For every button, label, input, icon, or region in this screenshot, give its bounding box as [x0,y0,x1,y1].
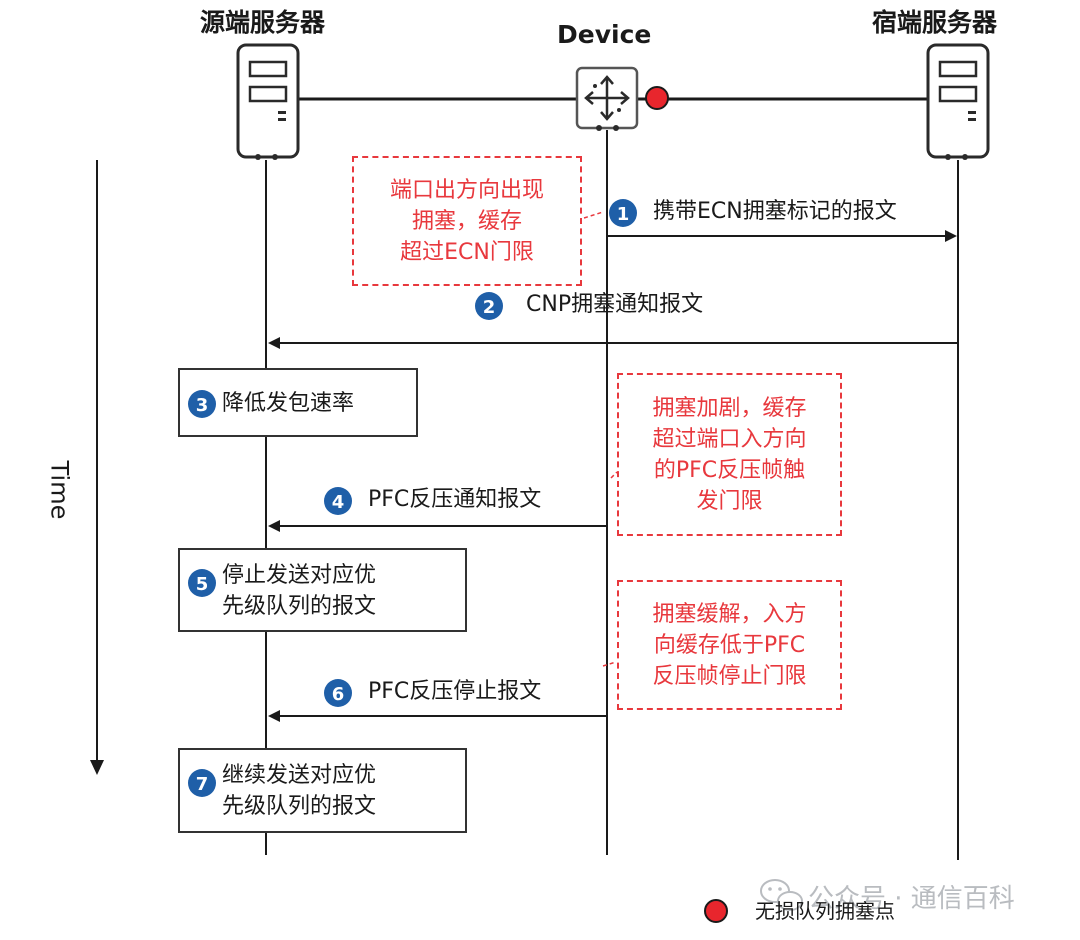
step-1-label: 携带ECN拥塞标记的报文 [653,199,897,224]
step-badge-2: 2 [475,292,503,320]
participant-sink-title: 宿端服务器 [872,8,998,37]
time-axis-arrowhead [90,760,104,775]
server-icon-sink [926,43,990,160]
action-box-step-7: 7 继续发送对应优 先级队列的报文 [178,748,467,833]
svg-text:1: 1 [617,204,630,225]
step-5-label-line-1: 停止发送对应优 [222,563,377,588]
participant-device-title: Device [557,20,652,49]
action-box-step-3: 3 降低发包速率 [178,368,418,437]
step-5-label-line-2: 先级队列的报文 [222,594,377,619]
note-2-line-1: 拥塞加剧，缓存 [652,395,807,421]
svg-text:6: 6 [332,684,345,705]
watermark-text: 公众号 · 通信百科 [808,884,1015,914]
note-1-line-2: 拥塞，缓存 [411,208,522,234]
server-icon-source [236,43,300,160]
step-badge-4: 4 [324,487,352,515]
note-ecn-threshold: 端口出方向出现 拥塞，缓存 超过ECN门限 [352,156,582,286]
step-badge-6: 6 [324,679,352,707]
note-connector-3 [602,661,617,667]
step-7-label-line-1: 继续发送对应优 [222,763,377,788]
step-7-label-line-2: 先级队列的报文 [222,794,377,819]
note-2-line-4: 发门限 [696,488,763,514]
svg-text:3: 3 [196,395,209,416]
note-connector-1 [583,211,604,219]
step-badge-5: 5 [188,569,216,597]
wechat-icon [760,879,803,911]
time-axis-label: Time [45,460,74,520]
step-7-label: 继续发送对应优 先级队列的报文 [222,760,376,822]
step-5-label: 停止发送对应优 先级队列的报文 [222,560,376,622]
step-2-label: CNP拥塞通知报文 [526,292,704,317]
svg-text:7: 7 [196,774,209,795]
congestion-point-marker [645,86,669,110]
participant-source-title: 源端服务器 [200,8,326,37]
note-3-line-1: 拥塞缓解，入方 [652,601,807,627]
note-1-line-3: 超过ECN门限 [400,239,534,265]
note-2-line-3: 的PFC反压帧触 [653,457,806,483]
step-6-label: PFC反压停止报文 [368,679,542,704]
action-box-step-5: 5 停止发送对应优 先级队列的报文 [178,548,467,632]
svg-text:4: 4 [332,492,345,513]
note-pfc-stop: 拥塞缓解，入方 向缓存低于PFC 反压帧停止门限 [617,580,842,710]
step-badge-7: 7 [188,769,216,797]
legend-label: 无损队列拥塞点 [755,899,895,923]
step-badge-1: 1 [609,199,637,227]
step-badge-3: 3 [188,390,216,418]
note-connector-2 [610,471,618,479]
note-3-line-2: 向缓存低于PFC [653,632,806,658]
note-2-line-2: 超过端口入方向 [652,426,807,452]
note-1-line-1: 端口出方向出现 [389,177,544,203]
step-4-label: PFC反压通知报文 [368,487,542,512]
note-3-line-3: 反压帧停止门限 [652,663,807,689]
switch-icon [575,66,639,131]
legend-congestion-marker [704,899,728,923]
note-pfc-trigger: 拥塞加剧，缓存 超过端口入方向 的PFC反压帧触 发门限 [617,373,842,536]
step-3-label: 降低发包速率 [222,391,355,416]
svg-text:5: 5 [196,574,209,595]
svg-text:2: 2 [483,297,496,318]
